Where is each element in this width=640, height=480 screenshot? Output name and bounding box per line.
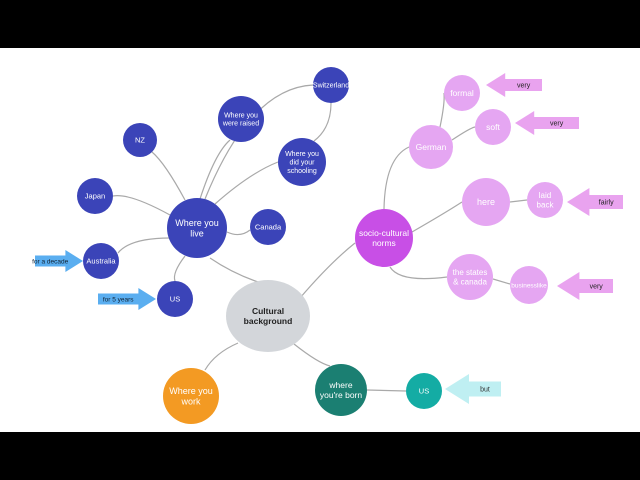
node-label: & canada (453, 278, 487, 287)
arrow-very-formal: very (486, 73, 542, 97)
arrow-label: for a decade (32, 258, 69, 265)
node-label: schooling (287, 168, 317, 175)
connector-center-norms (299, 242, 356, 299)
arrow-label: very (590, 283, 604, 290)
connector-states_canada-businesslike (492, 278, 511, 285)
node-label: the states (453, 268, 488, 277)
node-label: Where you (175, 218, 219, 228)
node-label: you're born (320, 390, 363, 400)
node-states-canada[interactable]: the states& canada (447, 254, 493, 300)
node-label: Japan (85, 192, 105, 201)
node-label: Where you (285, 151, 319, 158)
node-businesslike[interactable]: businesslike (510, 266, 548, 304)
node-label: German (416, 142, 447, 152)
node-us-born[interactable]: US (406, 373, 442, 409)
connector-center-work (204, 342, 239, 371)
connector-norms-here (411, 201, 463, 233)
connector-switzerland-schooling (313, 102, 332, 142)
node-label: were raised (222, 121, 259, 128)
node-label: US (419, 387, 429, 396)
connector-live-nz (151, 151, 186, 201)
connector-norms-german (383, 146, 410, 210)
mind-map: for a decade for 5 years very very fairly ver… (32, 67, 623, 424)
connector-german-soft (451, 126, 476, 141)
node-label: Switzerland (313, 82, 349, 89)
node-canada[interactable]: Canada (250, 209, 286, 245)
node-label: businesslike (511, 282, 547, 289)
connector-live-canada (226, 229, 251, 236)
node-us-live[interactable]: US (157, 281, 193, 317)
connector-here-laid_back (509, 199, 528, 203)
node-nz[interactable]: NZ (123, 123, 157, 157)
node-soft[interactable]: soft (475, 109, 511, 145)
node-label: background (244, 316, 293, 326)
mindmap-canvas: for a decade for 5 years very very fairly ver… (0, 48, 640, 432)
node-label: where (328, 380, 352, 390)
arrow-but: but (445, 374, 501, 404)
arrow-label: very (517, 82, 531, 89)
connector-center-live (209, 257, 259, 283)
connector-center-born (293, 343, 331, 367)
node-switzerland[interactable]: Switzerland (313, 67, 349, 103)
node-formal[interactable]: formal (444, 75, 480, 111)
arrow-label: very (550, 120, 564, 127)
node-label: Where you (224, 112, 258, 119)
node-raised[interactable]: Where you were raised (218, 96, 264, 142)
node-german[interactable]: German (409, 125, 453, 169)
arrow-decade: for a decade (32, 250, 83, 272)
arrow-label: for 5 years (103, 296, 134, 303)
node-label: laid (539, 191, 551, 200)
connector-live-schooling (214, 161, 279, 205)
annotation-arrows: for a decade for 5 years very very fairly ver… (32, 73, 623, 404)
node-label: live (190, 229, 204, 239)
arrow-five-years: for 5 years (98, 288, 156, 310)
node-label: socio-cultural (359, 228, 409, 238)
node-label: norms (372, 238, 396, 248)
node-label: formal (450, 88, 474, 98)
node-label: US (170, 295, 180, 304)
arrow-label: but (480, 386, 490, 393)
connector-live-raised (199, 139, 231, 200)
node-label: Canada (255, 223, 282, 232)
node-japan[interactable]: Japan (77, 178, 113, 214)
node-label: work (180, 397, 201, 407)
arrow-fairly: fairly (567, 188, 623, 216)
connector-born-us_born (366, 389, 407, 392)
connector-live-us_live (173, 255, 186, 282)
node-label: here (477, 197, 495, 207)
connector-norms-states_canada (389, 266, 448, 280)
node-label: did your (290, 159, 316, 166)
connector-live-japan (112, 195, 171, 216)
arrow-label: fairly (599, 199, 614, 206)
connector-german-formal (439, 92, 445, 128)
arrow-very-business: very (557, 272, 613, 300)
node-australia[interactable]: Australia (83, 243, 119, 279)
arrow-very-soft: very (515, 111, 579, 135)
node-label: soft (486, 122, 500, 132)
node-label: Where you (169, 386, 213, 396)
connector-live-australia (117, 237, 171, 254)
node-label: Cultural (252, 306, 284, 316)
node-label: Australia (86, 257, 116, 266)
node-label: back (537, 201, 555, 210)
node-label: NZ (135, 136, 145, 145)
node-here[interactable]: here (462, 178, 510, 226)
